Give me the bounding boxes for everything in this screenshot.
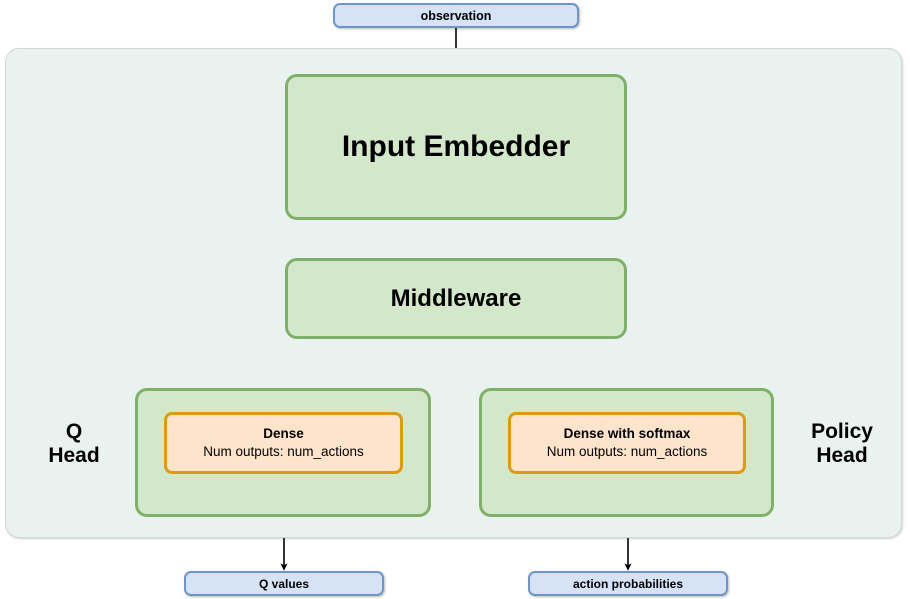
node-action-probabilities-label: action probabilities — [572, 576, 683, 591]
node-observation[interactable]: observation — [333, 3, 579, 28]
node-input-embedder-label: Input Embedder — [341, 130, 571, 163]
label-policy-head-line2: Head — [816, 443, 868, 467]
label-q-head-line1: Q — [65, 420, 83, 443]
label-policy-head: Policy Head — [790, 420, 894, 467]
node-q-values-label: Q values — [258, 576, 310, 591]
node-dense-subtitle: Num outputs: num_actions — [203, 444, 364, 459]
label-q-head-line2: Head — [48, 443, 100, 467]
node-dense-title: Dense — [263, 425, 304, 441]
node-action-probabilities[interactable]: action probabilities — [528, 571, 728, 596]
node-dense[interactable]: Dense Num outputs: num_actions — [164, 412, 403, 474]
node-observation-label: observation — [420, 8, 492, 23]
node-middleware-label: Middleware — [390, 284, 522, 312]
node-q-values[interactable]: Q values — [184, 571, 384, 596]
node-input-embedder[interactable]: Input Embedder — [285, 74, 627, 220]
label-policy-head-line1: Policy — [811, 420, 873, 443]
node-dense-with-softmax-subtitle: Num outputs: num_actions — [546, 444, 708, 459]
node-dense-with-softmax-title: Dense with softmax — [563, 425, 691, 441]
label-q-head: Q Head — [28, 420, 120, 467]
node-dense-with-softmax[interactable]: Dense with softmax Num outputs: num_acti… — [508, 412, 746, 474]
node-middleware[interactable]: Middleware — [285, 258, 627, 339]
